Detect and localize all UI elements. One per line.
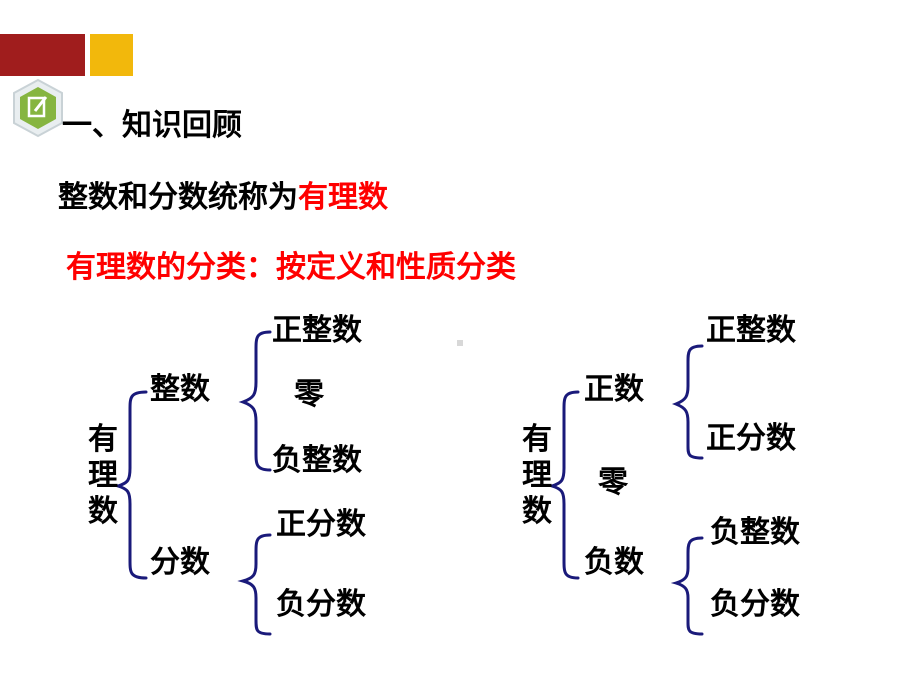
left-fraction-brace	[237, 533, 272, 636]
left-fraction: 分数	[150, 545, 210, 580]
right-negative-fraction: 负分数	[710, 587, 800, 622]
section-heading: 一、知识回顾	[62, 108, 242, 143]
left-root-char: 理	[88, 458, 118, 493]
header-bar-red	[0, 34, 85, 76]
marker-dot	[457, 340, 463, 346]
right-root-char: 有	[522, 422, 552, 457]
right-negative: 负数	[584, 545, 644, 580]
left-integer-brace	[238, 330, 272, 472]
left-zero: 零	[294, 377, 324, 412]
left-positive-fraction: 正分数	[276, 507, 366, 542]
right-positive-integer: 正整数	[706, 313, 796, 348]
left-root-char: 数	[88, 494, 118, 529]
left-positive-integer: 正整数	[272, 313, 362, 348]
header-bar-yellow	[90, 34, 133, 76]
left-root-brace	[112, 390, 148, 580]
left-integer: 整数	[150, 372, 210, 407]
right-root-char: 理	[522, 458, 552, 493]
intro-sentence: 整数和分数统称为有理数	[58, 172, 388, 216]
right-positive-brace	[671, 344, 704, 460]
pencil-icon	[13, 78, 63, 138]
intro-prefix: 整数和分数统称为	[58, 180, 298, 215]
right-root-label: 有 理 数	[520, 422, 554, 530]
classification-title: 有理数的分类：按定义和性质分类	[66, 250, 516, 285]
left-negative-fraction: 负分数	[276, 587, 366, 622]
right-zero: 零	[598, 465, 628, 500]
left-root-char: 有	[88, 422, 118, 457]
right-negative-integer: 负整数	[710, 515, 800, 550]
intro-highlight: 有理数	[298, 180, 388, 215]
right-positive-fraction: 正分数	[706, 421, 796, 456]
right-positive: 正数	[584, 372, 644, 407]
left-root-label: 有 理 数	[86, 422, 120, 530]
right-root-brace	[546, 390, 580, 580]
right-root-char: 数	[522, 494, 552, 529]
left-negative-integer: 负整数	[272, 443, 362, 478]
right-negative-brace	[670, 536, 704, 636]
